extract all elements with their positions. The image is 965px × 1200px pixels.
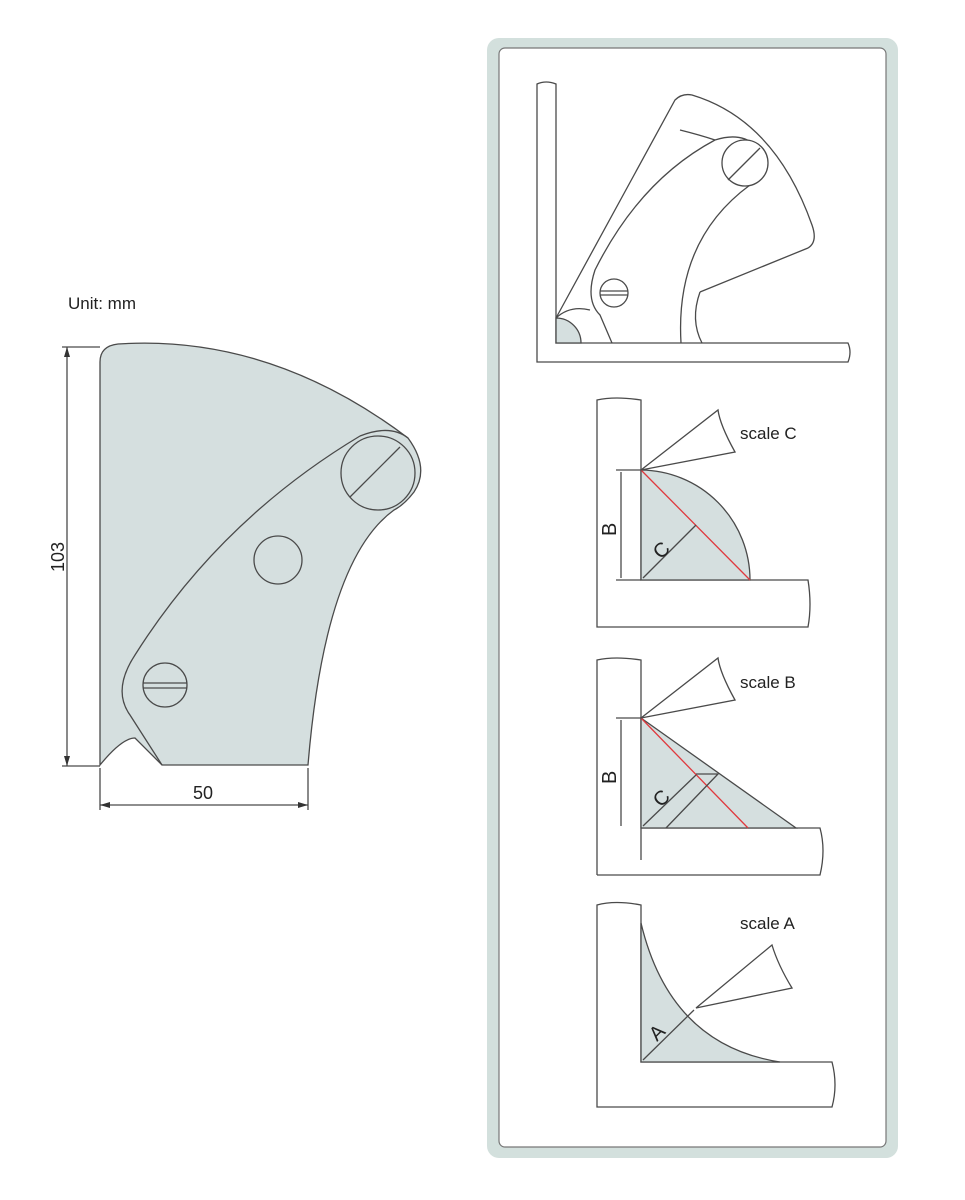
scale-a-label: scale A — [740, 914, 795, 933]
middle-hole — [253, 535, 303, 585]
screw-icon — [599, 278, 629, 308]
height-label: 103 — [48, 542, 68, 572]
gauge-arm-outline — [121, 429, 409, 766]
width-label: 50 — [193, 783, 213, 803]
top-screw-icon — [340, 435, 416, 511]
screw-icon — [721, 139, 769, 187]
usage-illustration-overview — [536, 81, 851, 363]
gauge-drawing: Unit: mm 103 50 — [48, 294, 422, 810]
width-dimension: 50 — [99, 768, 309, 810]
usage-illustration-scale-a: A scale A — [596, 901, 836, 1108]
unit-label: Unit: mm — [68, 294, 136, 313]
usage-panel-inner — [498, 47, 887, 1148]
height-dimension: 103 — [48, 346, 100, 767]
scale-c-label: scale C — [740, 424, 797, 443]
scale-b-label: scale B — [740, 673, 796, 692]
usage-illustration-scale-b: B C scale B — [596, 656, 824, 876]
usage-illustration-scale-c: B C scale C — [596, 397, 811, 628]
dim-label-b: B — [599, 771, 621, 784]
bottom-screw-icon — [142, 662, 188, 708]
dim-label-b: B — [599, 523, 621, 536]
